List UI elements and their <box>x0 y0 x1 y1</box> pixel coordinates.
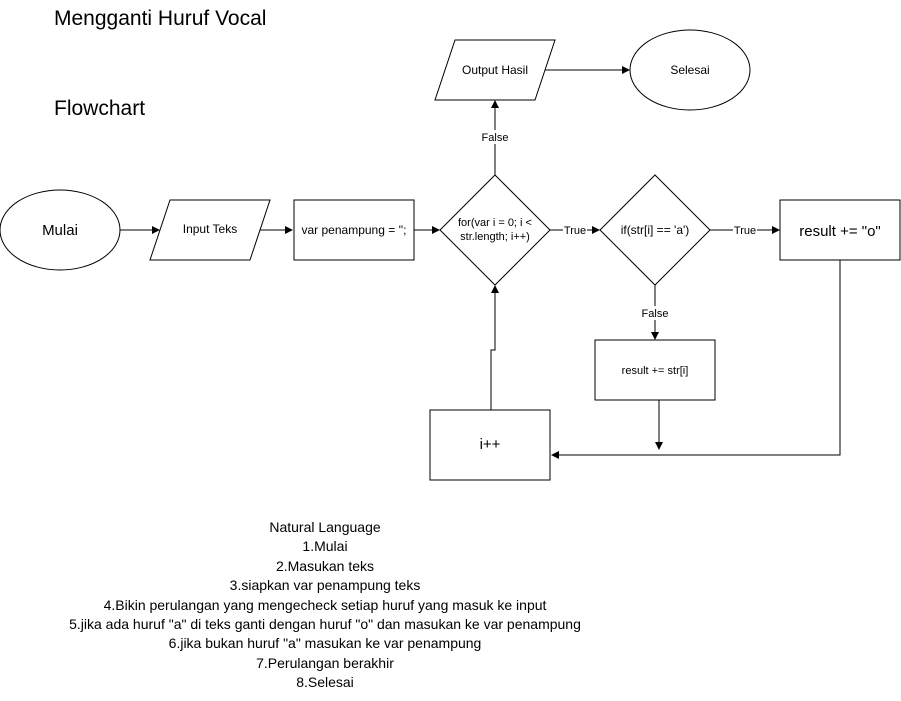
svg-text:i++: i++ <box>480 436 501 453</box>
natural-language-step: 6.jika bukan huruf "a" masukan ke var pe… <box>168 635 482 652</box>
diagram-title: Mengganti Huruf Vocal <box>54 7 267 30</box>
svg-text:if(str[i] == 'a'): if(str[i] == 'a') <box>621 223 690 237</box>
natural-language-step: 3.siapkan var penampung teks <box>229 577 421 594</box>
edge-label-condition-true: True <box>733 223 757 237</box>
edge-label-condition-false: False <box>640 306 670 320</box>
edge-label-loop-true: True <box>563 223 587 237</box>
svg-text:False: False <box>642 308 669 320</box>
increment-node: i++ <box>429 409 551 481</box>
natural-language-step: 4.Bikin perulangan yang mengecheck setia… <box>103 596 547 613</box>
svg-text:str.length; i++): str.length; i++) <box>460 231 530 243</box>
for-loop-decision: for(var i = 0; i < str.length; i++) <box>439 174 551 286</box>
natural-language-heading: Natural Language <box>269 519 381 535</box>
svg-text:True: True <box>564 225 586 237</box>
svg-text:Output Hasil: Output Hasil <box>462 63 528 77</box>
input-text-node: Input Teks <box>149 199 271 261</box>
edge-output-to-end <box>545 66 630 74</box>
natural-language-step: 2.Masukan teks <box>275 557 375 574</box>
svg-text:Input Teks: Input Teks <box>183 222 237 236</box>
edge-label-loop-false: False <box>480 130 510 144</box>
edge-replace-to-increment <box>551 260 841 459</box>
natural-language-step: 7.Perulangan berakhir <box>256 654 394 671</box>
init-variable-node: var penampung = ''; <box>293 199 415 261</box>
edge-keep-to-merge <box>655 400 663 450</box>
replace-with-o-node: result += "o" <box>779 199 901 261</box>
natural-language-step: 5.jika ada huruf "a" di teks ganti denga… <box>69 616 581 633</box>
if-condition-decision: if(str[i] == 'a') <box>599 174 711 286</box>
svg-text:True: True <box>734 225 756 237</box>
svg-text:False: False <box>482 132 509 144</box>
output-result-node: Output Hasil <box>434 39 556 101</box>
svg-text:Selesai: Selesai <box>670 63 709 77</box>
edge-increment-to-loop <box>490 285 499 410</box>
natural-language-step: 1.Mulai <box>302 538 348 555</box>
edge-start-to-input <box>120 226 160 234</box>
diagram-subtitle: Flowchart <box>54 97 146 120</box>
end-terminal: Selesai <box>629 29 751 111</box>
edge-init-to-loop <box>414 226 440 234</box>
natural-language-step: 8.Selesai <box>296 674 354 691</box>
svg-text:var penampung = '';: var penampung = ''; <box>302 223 407 237</box>
svg-text:Mulai: Mulai <box>42 222 78 239</box>
natural-language-description: Natural Language 1.Mulai 2.Masukan teks … <box>0 518 650 693</box>
edge-input-to-init <box>260 226 293 234</box>
svg-text:result += str[i]: result += str[i] <box>622 365 689 377</box>
append-char-node: result += str[i] <box>594 339 716 401</box>
svg-text:result += "o": result += "o" <box>799 223 881 240</box>
svg-text:for(var i = 0; i <: for(var i = 0; i < <box>458 217 532 229</box>
start-terminal: Mulai <box>0 189 121 271</box>
